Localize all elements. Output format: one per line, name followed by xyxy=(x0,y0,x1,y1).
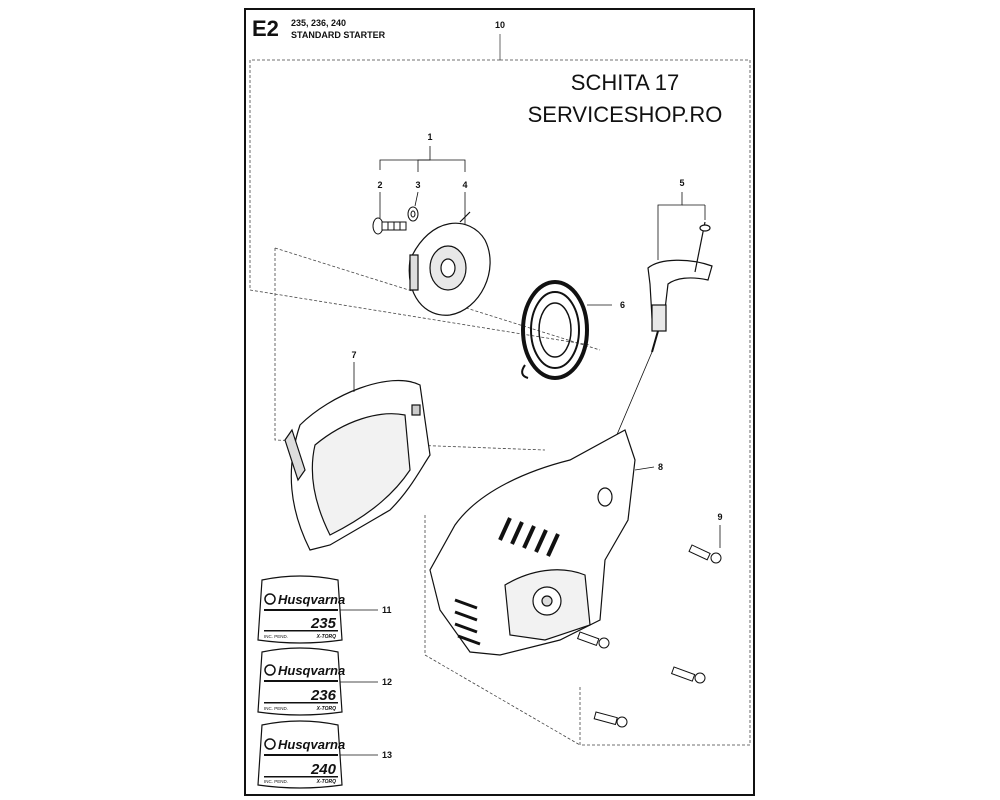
callout-6: 6 xyxy=(620,300,625,310)
callout-9: 9 xyxy=(717,512,722,522)
starter-housing xyxy=(429,429,636,656)
decal-small-left: INC. PEND. xyxy=(264,779,288,784)
decal-brand: Husqvarna xyxy=(278,737,345,752)
starter-handle xyxy=(647,221,713,353)
drawing-frame xyxy=(244,8,755,796)
callout-13: 13 xyxy=(382,750,392,760)
assembly-boundary xyxy=(249,34,751,746)
decal-model: 240 xyxy=(310,761,337,778)
screw xyxy=(688,544,722,564)
callout-7: 7 xyxy=(351,350,356,360)
callout-2: 2 xyxy=(377,180,382,190)
callout-12: 12 xyxy=(382,677,392,687)
decal-brand: Husqvarna xyxy=(278,592,345,607)
decal-small-left: INC. PEND. xyxy=(264,634,288,639)
decal-small-left: INC. PEND. xyxy=(264,706,288,711)
callout-4: 4 xyxy=(462,180,467,190)
leader-lines xyxy=(336,146,721,756)
screw xyxy=(593,711,628,728)
section-code: E2 xyxy=(252,16,279,41)
screw xyxy=(670,666,706,684)
fan-guard xyxy=(284,380,431,551)
decal-model: 235 xyxy=(310,615,337,632)
recoil-spring xyxy=(521,280,589,380)
pulley-bolt xyxy=(372,217,407,235)
decal-model: 236 xyxy=(310,687,337,704)
decal-236: Husqvarna 236 INC. PEND. X-TORQ xyxy=(257,647,345,716)
callout-1: 1 xyxy=(427,132,432,142)
diagram-title: STANDARD STARTER xyxy=(291,30,386,40)
callout-3: 3 xyxy=(415,180,420,190)
callout-5: 5 xyxy=(679,178,684,188)
watermark-line-2: SERVICESHOP.RO xyxy=(527,102,723,127)
starter-pulley xyxy=(408,211,491,316)
callout-11: 11 xyxy=(382,605,392,615)
decal-240: Husqvarna 240 INC. PEND. X-TORQ xyxy=(257,720,345,789)
screw xyxy=(576,631,610,649)
decal-small-right: X-TORQ xyxy=(316,634,336,640)
decal-small-right: X-TORQ xyxy=(316,706,336,712)
decal-brand: Husqvarna xyxy=(278,663,345,678)
decal-235: Husqvarna 235 INC. PEND. X-TORQ xyxy=(257,575,345,644)
callout-8: 8 xyxy=(658,462,663,472)
model-list: 235, 236, 240 xyxy=(291,18,347,28)
decal-small-right: X-TORQ xyxy=(316,779,336,785)
callout-10: 10 xyxy=(495,20,505,30)
pulley-washer xyxy=(407,206,419,222)
watermark-line-1: SCHITA 17 xyxy=(570,70,680,95)
